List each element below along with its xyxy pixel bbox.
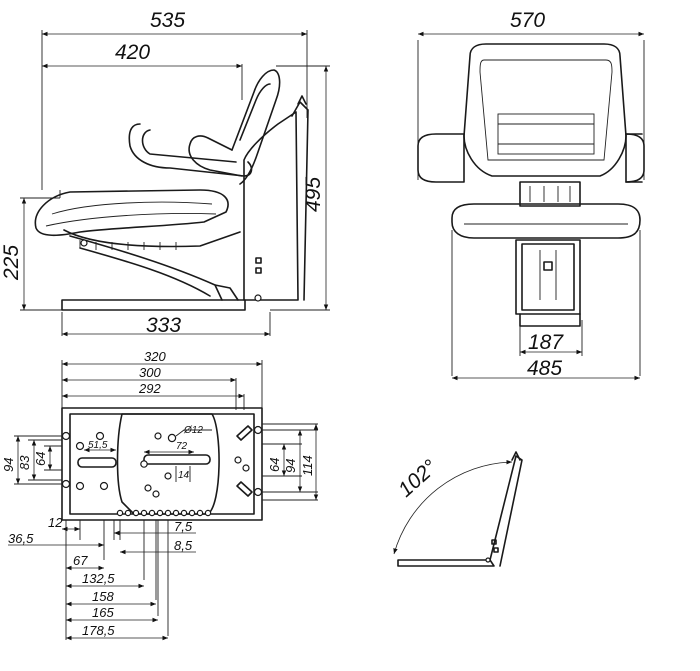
dim-right-94: 94 [283, 459, 298, 473]
dim-seat-width: 485 [527, 357, 562, 380]
dim-51-5: 51,5 [88, 440, 108, 451]
dim-seat-height: 225 [0, 245, 23, 281]
dim-36-5: 36,5 [8, 531, 34, 546]
dim-backrest-width: 570 [510, 9, 545, 32]
dim-left-83: 83 [17, 455, 32, 470]
recline-view: 102° [393, 451, 523, 567]
dim-left-64: 64 [33, 452, 48, 466]
dim-recline-angle: 102° [394, 456, 442, 502]
dim-right-114: 114 [300, 455, 315, 476]
dim-left-94: 94 [1, 458, 16, 472]
dim-14: 14 [178, 470, 190, 481]
dim-total-height: 495 [302, 177, 325, 212]
dim-base-length: 333 [146, 314, 181, 337]
dim-132-5: 132,5 [82, 571, 115, 586]
dim-72: 72 [176, 441, 188, 452]
dim-8-5: 8,5 [174, 538, 193, 553]
dim-right-64: 64 [267, 458, 282, 472]
dim-width-300: 300 [139, 365, 161, 380]
dim-width-320: 320 [144, 349, 166, 364]
dim-width-292: 292 [138, 381, 161, 396]
dim-12: 12 [48, 515, 63, 530]
dim-overall-width: 535 [150, 9, 185, 32]
dim-178-5: 178,5 [82, 623, 115, 638]
side-view: 535 420 495 225 333 [0, 9, 330, 337]
dim-hole-diameter: Ø12 [183, 425, 203, 436]
base-plate-view: 320 300 292 [1, 349, 319, 641]
dim-165: 165 [92, 605, 114, 620]
front-view: 570 187 485 [417, 9, 645, 381]
dim-seat-depth: 420 [115, 41, 150, 64]
dim-7-5: 7,5 [174, 519, 193, 534]
dim-158: 158 [92, 589, 114, 604]
dim-slide-width: 187 [528, 331, 564, 354]
dim-67: 67 [73, 553, 88, 568]
